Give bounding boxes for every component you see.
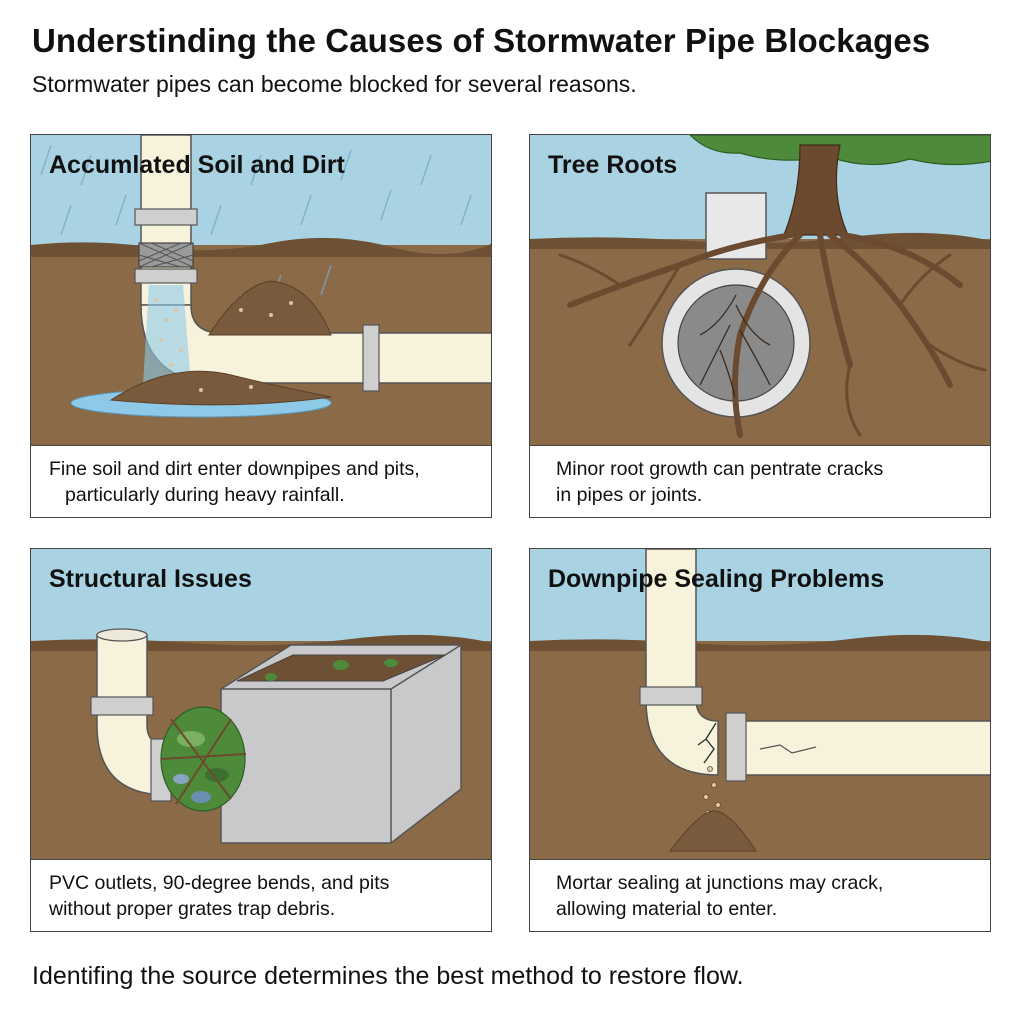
panel-downpipe-sealing: Downpipe Sealing Problems Mortar sealing… xyxy=(529,548,991,932)
caption-line: Mortar sealing at junctions may crack, xyxy=(556,872,884,894)
panel-caption: Minor root growth can pentrate cracks in… xyxy=(530,445,990,517)
caption-line: Minor root growth can pentrate cracks xyxy=(556,458,884,480)
panel-caption: PVC outlets, 90-degree bends, and pits w… xyxy=(31,859,491,931)
structural-scene-illustration xyxy=(31,549,491,859)
caption-line: allowing material to enter. xyxy=(556,898,778,920)
caption-line: PVC outlets, 90-degree bends, and pits xyxy=(49,872,390,894)
panel-title: Accumlated Soil and Dirt xyxy=(49,151,345,179)
caption-line: particularly during heavy rainfall. xyxy=(65,484,345,506)
caption-line: without proper grates trap debris. xyxy=(49,898,336,920)
panel-caption: Mortar sealing at junctions may crack, a… xyxy=(530,859,990,931)
sealing-scene-illustration xyxy=(530,549,990,859)
panel-structural-issues: Structural Issues PVC outlets, 90-degree… xyxy=(30,548,492,932)
page-title: Understinding the Causes of Stormwater P… xyxy=(32,22,931,59)
panel-tree-roots: Tree Roots Minor root growth can pentrat… xyxy=(529,134,991,518)
caption-line: Fine soil and dirt enter downpipes and p… xyxy=(49,458,420,480)
panel-title: Tree Roots xyxy=(548,151,678,179)
soil-scene-illustration xyxy=(31,135,491,445)
page-subtitle: Stormwater pipes can become blocked for … xyxy=(32,71,637,97)
panel-soil-and-dirt: Accumlated Soil and Dirt Fine soil and d… xyxy=(30,134,492,518)
caption-line: in pipes or joints. xyxy=(556,484,703,506)
panel-title: Structural Issues xyxy=(49,565,252,593)
page-footer: Identifing the source determines the bes… xyxy=(32,962,744,990)
panel-title: Downpipe Sealing Problems xyxy=(548,565,885,593)
panel-caption: Fine soil and dirt enter downpipes and p… xyxy=(31,445,491,517)
tree-roots-scene-illustration xyxy=(530,135,990,445)
